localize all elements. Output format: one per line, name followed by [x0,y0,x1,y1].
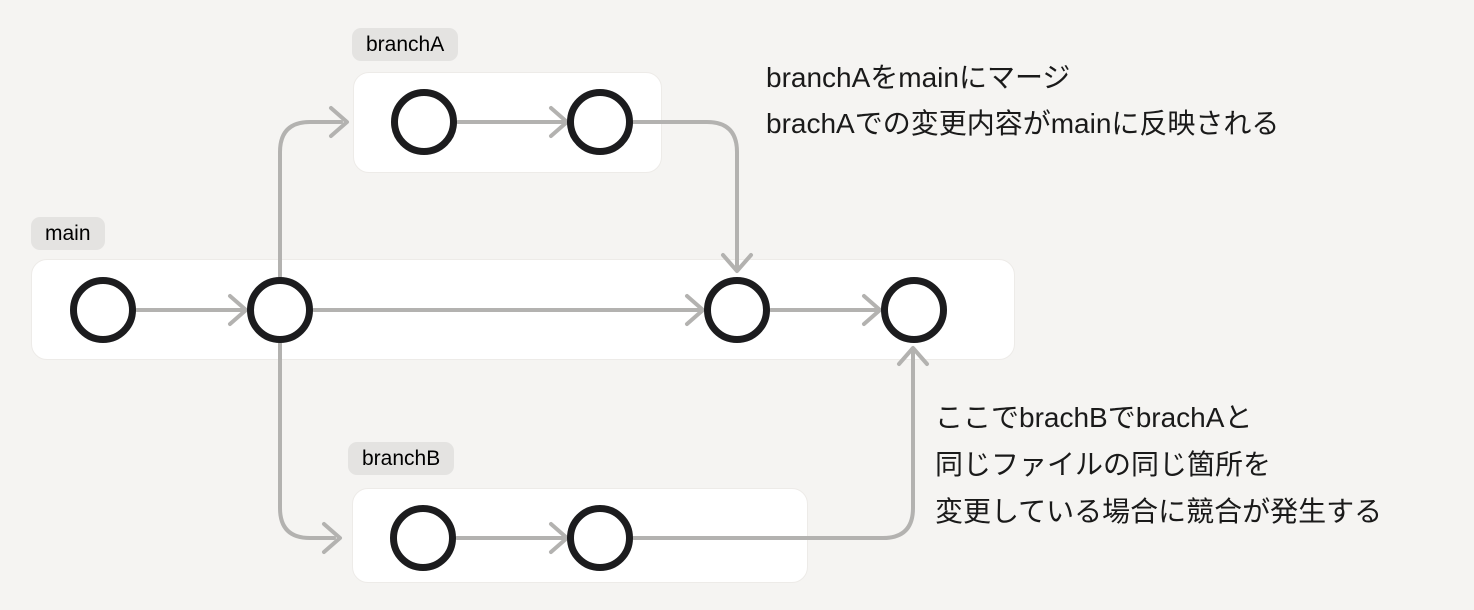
arrow-main-1-to-2 [135,294,248,326]
commit-node-main-3 [704,277,770,343]
arrow-branch-out-to-branchB [278,341,342,554]
arrow-main-3-to-4 [769,294,882,326]
commit-node-branchA-2 [567,89,633,155]
commit-node-branchB-1 [390,505,456,571]
commit-node-branchB-2 [567,505,633,571]
merge-annotation: branchAをmainにマージ brachAでの変更内容がmainに反映される [766,55,1279,147]
conflict-annotation: ここでbrachBでbrachAと 同じファイルの同じ箇所を 変更している場合に… [935,394,1382,535]
annotation-line: 同じファイルの同じ箇所を [935,449,1272,480]
commit-node-main-4 [881,277,947,343]
commit-node-branchA-1 [391,89,457,155]
branch-label-branchB: branchB [348,442,455,475]
arrow-merge-branchA-into-main [631,120,753,273]
branch-label-main: main [31,217,105,250]
arrow-branch-out-to-branchA [278,106,349,279]
arrow-branchA-1-to-2 [456,106,569,138]
commit-node-main-2 [247,277,313,343]
arrow-branchB-1-to-2 [455,522,569,554]
annotation-line: ここでbrachBでbrachAと [935,402,1253,433]
annotation-line: 変更している場合に競合が発生する [935,496,1383,527]
branch-label-branchA: branchA [352,28,459,61]
arrow-merge-branchB-into-main [631,346,929,540]
commit-node-main-1 [70,277,136,343]
annotation-line: branchAをmainにマージ [766,62,1071,93]
arrow-main-2-to-3 [312,294,705,326]
annotation-line: brachAでの変更内容がmainに反映される [766,108,1280,139]
